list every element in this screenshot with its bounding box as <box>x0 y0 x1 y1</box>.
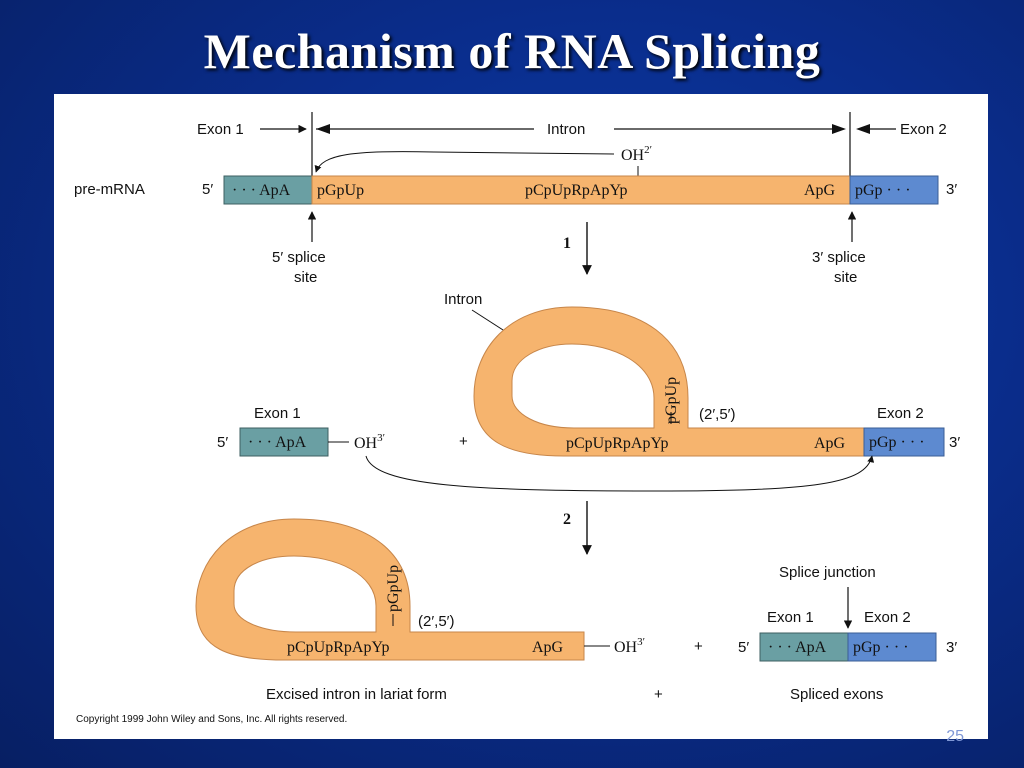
middle-lariat-seq: pGpUp <box>663 377 680 424</box>
middle-branch-seq: pCpUpRpApYp <box>566 435 669 452</box>
bottom-apg: ApG <box>532 639 564 656</box>
transesterification-arrow <box>365 455 875 492</box>
step1-label: 1 <box>563 235 571 252</box>
diagram-panel: Exon 1 Intron Exon 2 OH2′ pre-mRNA 5′ · … <box>54 94 988 739</box>
top-exon2-label: Exon 2 <box>900 121 947 138</box>
top-seq-apg: ApG <box>804 182 836 199</box>
top-intron-label: Intron <box>547 121 585 138</box>
bottom-three-prime: 3′ <box>946 639 957 656</box>
middle-apg: ApG <box>814 435 846 452</box>
middle-exon2-box <box>863 427 945 457</box>
middle-exon1-seq: · · · ApA <box>248 434 307 451</box>
middle-exon1-box <box>239 427 329 457</box>
nucleophile-curve <box>433 151 615 155</box>
slide-title: Mechanism of RNA Splicing <box>203 23 821 79</box>
exon2-arrow-head <box>856 124 870 134</box>
products-section: pGpUp (2′,5′) pCpUpRpApYp ApG OH3′ + Spl… <box>76 518 957 725</box>
middle-five-prime: 5′ <box>217 434 228 451</box>
spliced-exons-caption: Spliced exons <box>790 686 883 703</box>
middle-oh-label: OH3′ <box>354 432 385 452</box>
middle-lariat-shape <box>473 306 865 457</box>
bottom-branch-seq: pCpUpRpApYp <box>287 639 390 656</box>
top-oh-label: OH2′ <box>621 144 652 164</box>
bottom-five-prime: 5′ <box>738 639 749 656</box>
excised-intron-caption: Excised intron in lariat form <box>266 686 447 703</box>
middle-bond-label: (2′,5′) <box>699 406 735 423</box>
spliced-exon2-box <box>847 632 937 662</box>
middle-exon2-label: Exon 2 <box>877 405 924 422</box>
bottom-oh-label: OH3′ <box>614 636 645 656</box>
middle-intron-label: Intron <box>444 291 482 308</box>
top-three-prime: 3′ <box>946 181 957 198</box>
pre-mrna-section: Exon 1 Intron Exon 2 OH2′ pre-mRNA 5′ · … <box>74 112 957 286</box>
bottom-exon2-seq: pGp · · · <box>853 639 909 656</box>
intron-arrow-left-head <box>316 124 330 134</box>
splice-junction-label: Splice junction <box>779 564 876 581</box>
bottom-bond-label: (2′,5′) <box>418 613 454 630</box>
middle-three-prime: 3′ <box>949 434 960 451</box>
pre-mrna-label: pre-mRNA <box>74 181 145 198</box>
splicing-diagram: Exon 1 Intron Exon 2 OH2′ pre-mRNA 5′ · … <box>74 112 960 725</box>
top-seq-branch: pCpUpRpApYp <box>525 182 628 199</box>
intermediate-section: Intron pGpUp (2′,5′) pCpUpRpApYp ApG pGp… <box>217 291 960 555</box>
middle-exon2-seq: pGp · · · <box>869 434 925 451</box>
nucleophile-attack-arrow <box>314 151 435 173</box>
spliced-exon1-box <box>759 632 849 662</box>
splice3-label-line1: 3′ splice <box>812 249 866 266</box>
top-exon2-box <box>849 175 939 205</box>
top-exon2-seq: pGp · · · <box>855 182 911 199</box>
intron-arrow-right-head <box>832 124 846 134</box>
splice5-label-line2: site <box>294 269 317 286</box>
top-seq-pgpup: pGpUp <box>317 182 364 199</box>
excised-lariat-shape <box>195 518 585 661</box>
top-exon1-label: Exon 1 <box>197 121 244 138</box>
top-five-prime: 5′ <box>202 181 213 198</box>
bottom-plus-big: + <box>654 686 663 703</box>
slide-number: 25 <box>946 728 964 745</box>
bottom-exon1-seq: · · · ApA <box>768 639 827 656</box>
top-intron-box <box>311 175 851 205</box>
bottom-plus-small: + <box>694 638 703 655</box>
step2-label: 2 <box>563 511 571 528</box>
middle-exon1-label: Exon 1 <box>254 405 301 422</box>
bottom-exon1-label: Exon 1 <box>767 609 814 626</box>
top-exon1-box <box>223 175 313 205</box>
bottom-lariat-seq: pGpUp <box>385 565 402 612</box>
top-exon1-seq: · · · ApA <box>232 182 291 199</box>
copyright-notice: Copyright 1999 John Wiley and Sons, Inc.… <box>76 714 347 725</box>
bottom-exon2-label: Exon 2 <box>864 609 911 626</box>
middle-plus: + <box>459 433 468 450</box>
splice5-label-line1: 5′ splice <box>272 249 326 266</box>
splice3-label-line2: site <box>834 269 857 286</box>
